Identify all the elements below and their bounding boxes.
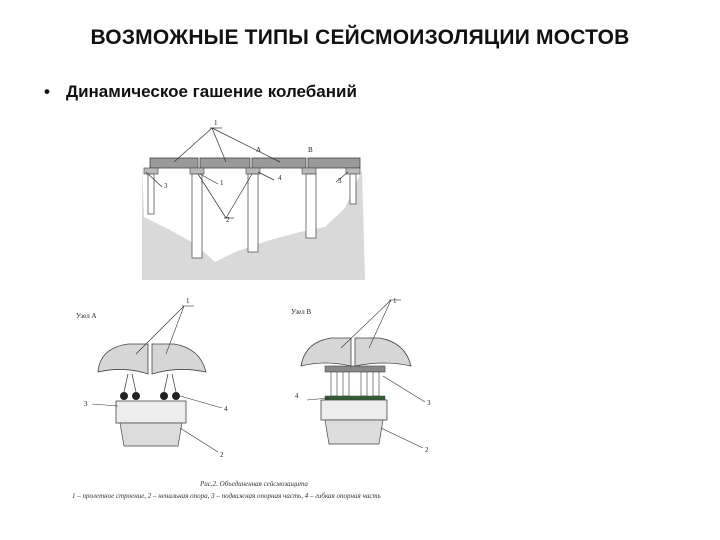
deck-right xyxy=(151,343,207,375)
pier-body-b xyxy=(324,419,384,445)
slide-title: ВОЗМОЖНЫЕ ТИПЫ СЕЙСМОИЗОЛЯЦИИ МОСТОВ xyxy=(90,26,630,49)
label-a: A xyxy=(256,146,261,154)
bearing-plate-top xyxy=(324,365,386,373)
bullet-text: Динамическое гашение колебаний xyxy=(65,82,357,101)
rollers xyxy=(120,392,180,400)
bearing-plate-bottom xyxy=(324,395,386,401)
node-a-label-2: 2 xyxy=(220,451,224,459)
label-4: 4 xyxy=(278,174,282,182)
label-3-right: 3 xyxy=(338,177,342,185)
leader-lines xyxy=(145,127,349,219)
node-a-title: Узел А xyxy=(76,312,97,320)
node-a-label-1: 1 xyxy=(186,297,190,305)
figure-caption-title: Рис.2. Объединенная сейсмозащита xyxy=(200,480,308,488)
bullet-item: • Динамическое гашение колебаний xyxy=(44,82,357,102)
label-1-pier: 1 xyxy=(220,179,224,187)
leader-lines-b xyxy=(306,299,426,449)
bridge-elevation-figure: 1 2 3 3 4 1 A B xyxy=(142,119,365,280)
node-a-label-3: 3 xyxy=(84,400,88,408)
deck-left xyxy=(97,343,149,375)
deck-right-b xyxy=(354,337,412,367)
node-a-label-4: 4 xyxy=(224,405,228,413)
deck-spans xyxy=(149,157,361,169)
bullet-marker: • xyxy=(44,82,50,101)
node-b-label-1: 1 xyxy=(393,297,397,305)
flexible-columns xyxy=(330,371,380,397)
pier-cap-b xyxy=(320,399,388,421)
label-2: 2 xyxy=(226,216,230,224)
node-b-figure: Узел В 1 2 3 4 xyxy=(291,297,431,454)
label-1: 1 xyxy=(214,119,218,127)
pier-body xyxy=(119,422,183,447)
node-b-title: Узел В xyxy=(291,308,311,316)
node-b-label-4: 4 xyxy=(295,392,299,400)
deck-left-b xyxy=(300,337,352,367)
label-b: B xyxy=(308,146,313,154)
roller-bearings xyxy=(123,373,177,393)
node-a-figure: Узел А 1 2 3 4 xyxy=(76,297,228,459)
node-b-label-3: 3 xyxy=(427,399,431,407)
figure-caption-legend: 1 – пролетное строение, 2 – ненальная оп… xyxy=(72,492,381,500)
bearings xyxy=(143,167,361,175)
pier-cap xyxy=(115,400,187,424)
piers xyxy=(147,173,357,259)
label-3-left: 3 xyxy=(164,182,168,190)
leader-lines-a xyxy=(91,305,223,453)
node-b-label-2: 2 xyxy=(425,446,429,454)
